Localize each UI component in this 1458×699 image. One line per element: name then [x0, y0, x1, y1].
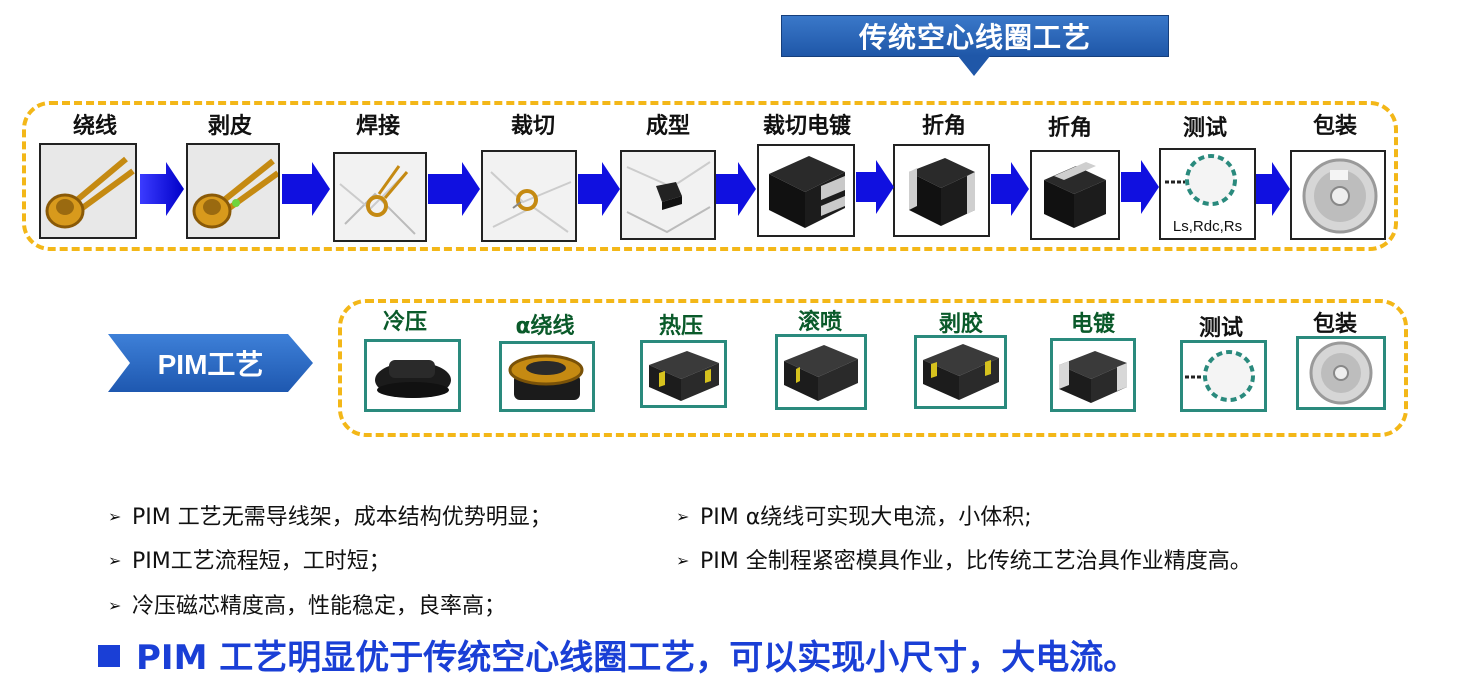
- test-reel-icon: [1180, 340, 1267, 412]
- bullet-item: ➢ PIM 工艺无需导线架，成本结构优势明显；: [108, 499, 552, 531]
- bullet-item: ➢ PIM α绕线可实现大电流，小体积;: [676, 499, 1032, 531]
- coil-icon: [39, 143, 137, 239]
- flow-arrow-icon: [578, 162, 620, 216]
- stripped-part-icon: [914, 335, 1007, 409]
- bullet-marker: ➢: [676, 507, 690, 526]
- packaging-reel-icon: [1290, 150, 1386, 240]
- bullet-marker: ➢: [108, 551, 122, 570]
- step-label-bending-1: 折角: [921, 114, 966, 139]
- bullet-item: ➢ 冷压磁芯精度高，性能稳定，良率高；: [108, 588, 506, 620]
- bullet-item: ➢ PIM 全制程紧密模具作业，比传统工艺治具作业精度高。: [676, 543, 1252, 575]
- pim-process-frame: [338, 299, 1408, 437]
- conclusion-text: PIM 工艺明显优于传统空心线圈工艺，可以实现小尺寸，大电流。: [136, 638, 1138, 678]
- flow-arrow-icon: [716, 162, 756, 216]
- packaging-reel-icon: [1296, 336, 1386, 410]
- step-label-bending-2: 折角: [1047, 116, 1092, 141]
- flow-arrow-icon: [428, 162, 480, 216]
- pim-step-label-spray: 滚喷: [797, 310, 842, 335]
- flow-arrow-icon: [991, 162, 1029, 216]
- bent-terminal-icon: [1030, 150, 1120, 240]
- stripped-coil-icon: [186, 143, 280, 239]
- step-label-winding: 绕线: [72, 114, 117, 139]
- pim-step-label-packaging: 包装: [1312, 312, 1357, 337]
- traditional-process-frame: [22, 101, 1398, 251]
- bullet-item: ➢ PIM工艺流程短，工时短；: [108, 543, 391, 575]
- bent-terminal-icon: [893, 144, 990, 237]
- step-label-testing: 测试: [1182, 116, 1227, 141]
- pim-process-chevron: [108, 334, 313, 392]
- bullet-marker: ➢: [108, 507, 122, 526]
- traditional-process-banner: 传统空心线圈工艺: [781, 15, 1169, 57]
- step-label-stripping: 剥皮: [207, 114, 252, 139]
- alpha-winding-icon: [499, 341, 595, 412]
- flow-arrow-icon: [856, 160, 894, 214]
- step-label-cut-plating: 裁切电镀: [762, 114, 851, 139]
- step-label-molding: 成型: [645, 114, 690, 139]
- step-label-welding: 焊接: [355, 114, 400, 139]
- test-parameters-caption: Ls,Rdc,Rs: [1172, 218, 1243, 235]
- bullet-text: PIM α绕线可实现大电流，小体积;: [700, 505, 1032, 530]
- square-bullet-icon: [98, 645, 120, 667]
- bullet-marker: ➢: [676, 551, 690, 570]
- bullet-marker: ➢: [108, 596, 122, 615]
- bullet-text: PIM 全制程紧密模具作业，比传统工艺治具作业精度高。: [700, 549, 1252, 574]
- pim-step-label-plating: 电镀: [1070, 312, 1115, 337]
- pim-process-title: PIM工艺: [157, 349, 264, 380]
- banner-down-arrow-icon: [958, 56, 990, 76]
- test-reel-icon: Ls,Rdc,Rs: [1159, 148, 1256, 240]
- pim-step-label-hot-press: 热压: [658, 314, 703, 339]
- pim-step-label-strip: 剥胶: [938, 312, 983, 337]
- flow-arrow-icon: [140, 162, 184, 216]
- conclusion-statement: PIM 工艺明显优于传统空心线圈工艺，可以实现小尺寸，大电流。: [98, 630, 1137, 679]
- bullet-text: PIM 工艺无需导线架，成本结构优势明显；: [132, 505, 552, 530]
- plated-part-icon: [757, 144, 855, 237]
- step-label-cutting: 裁切: [510, 114, 555, 139]
- step-label-packaging: 包装: [1312, 114, 1357, 139]
- flow-arrow-icon: [282, 162, 330, 216]
- flow-arrow-icon: [1121, 160, 1159, 214]
- cold-press-core-icon: [364, 339, 461, 412]
- hot-press-part-icon: [640, 340, 727, 408]
- molded-part-icon: [620, 150, 716, 240]
- spray-part-icon: [775, 334, 867, 410]
- electroplated-part-icon: [1050, 338, 1136, 412]
- pim-step-label-testing: 测试: [1198, 316, 1243, 341]
- welded-coil-icon: [333, 152, 427, 242]
- bullet-text: PIM工艺流程短，工时短；: [132, 549, 391, 574]
- pim-step-label-cold-press: 冷压: [382, 310, 427, 335]
- bullet-text: 冷压磁芯精度高，性能稳定，良率高；: [132, 594, 507, 619]
- pim-step-label-alpha-winding: α绕线: [515, 314, 575, 339]
- cut-coil-icon: [481, 150, 577, 242]
- flow-arrow-icon: [1256, 162, 1290, 216]
